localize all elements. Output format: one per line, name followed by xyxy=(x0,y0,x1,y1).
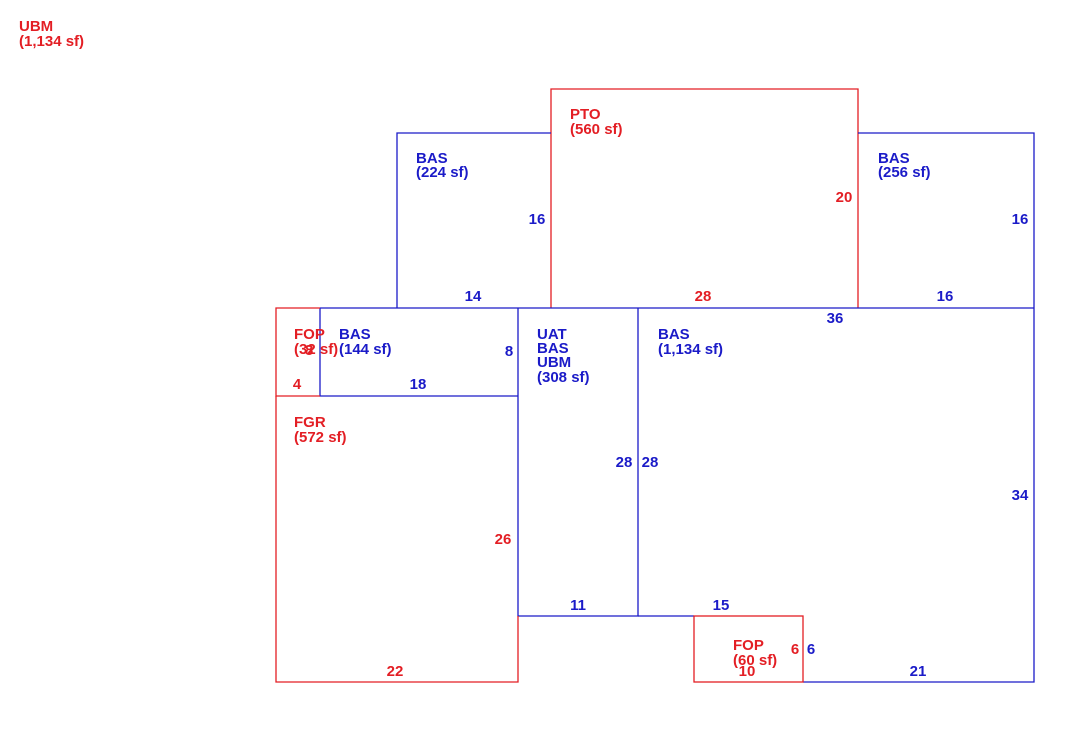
dim-bas-left-top-height: 16 xyxy=(529,211,546,228)
bas-upper-right-outline xyxy=(858,132,1035,308)
dim-bas-main-top: 36 xyxy=(827,310,844,327)
dim-pto-height: 20 xyxy=(836,189,853,206)
dim-bas-small-width: 18 xyxy=(410,376,427,393)
dim-fop-left-width: 4 xyxy=(293,376,302,393)
bas-main-area: (1,134 sf) xyxy=(658,341,723,358)
dim-bas-right-top-height: 16 xyxy=(1012,211,1029,228)
fop-left-code: FOP xyxy=(294,326,325,343)
pto-outline xyxy=(550,88,859,308)
dim-bas-small-height: 8 xyxy=(505,343,513,360)
uat-code: UAT xyxy=(537,326,567,343)
pto-code: PTO xyxy=(570,106,601,123)
legend-area: (1,134 sf) xyxy=(19,33,84,50)
dim-uat-height-right: 28 xyxy=(642,454,659,471)
bas-right-top-code: BAS xyxy=(878,150,910,167)
dim-fop-bottom-height-red: 6 xyxy=(791,641,799,658)
fgr-code: FGR xyxy=(294,414,326,431)
dim-bas-left-top-width: 14 xyxy=(465,288,482,305)
legend-code: UBM xyxy=(19,18,53,35)
pto-area: (560 sf) xyxy=(570,121,623,138)
dim-bas-right-top-width: 16 xyxy=(937,288,954,305)
uat-column-outline xyxy=(517,308,639,617)
bas-right-top-area: (256 sf) xyxy=(878,164,931,181)
fgr-outline xyxy=(275,396,519,683)
dim-fop-bottom-width: 10 xyxy=(739,663,756,680)
dim-bas-main-bottom-left: 15 xyxy=(713,597,730,614)
dim-fop-bottom-height-blue: 6 xyxy=(807,641,815,658)
dim-pto-width: 28 xyxy=(695,288,712,305)
dim-uat-width: 11 xyxy=(570,597,586,614)
uat-bas-code: BAS xyxy=(537,340,569,357)
bas-main-right-outline xyxy=(803,308,1035,683)
fop-bottom-code: FOP xyxy=(733,637,764,654)
bas-left-top-area: (224 sf) xyxy=(416,164,469,181)
fgr-area: (572 sf) xyxy=(294,429,347,446)
fop-left-area: (32 sf) xyxy=(294,341,338,358)
bas-small-area: (144 sf) xyxy=(339,341,392,358)
bas-main-code: BAS xyxy=(658,326,690,343)
uat-ubm-code: UBM xyxy=(537,354,571,371)
fop-bottom-area: (60 sf) xyxy=(733,652,777,669)
dim-fgr-width: 22 xyxy=(387,663,404,680)
bas-small-code: BAS xyxy=(339,326,371,343)
bas-left-top-code: BAS xyxy=(416,150,448,167)
dim-fop-left-height: 8 xyxy=(305,342,313,359)
fop-bottom-outline xyxy=(693,615,804,683)
uat-area: (308 sf) xyxy=(537,369,590,386)
dim-bas-main-height: 34 xyxy=(1012,487,1029,504)
dim-bas-main-bottom-right: 21 xyxy=(910,663,927,680)
dim-fgr-height: 26 xyxy=(495,531,512,548)
fop-left-outline xyxy=(275,307,320,397)
bas-upper-left-outline xyxy=(396,132,551,308)
dim-uat-height-left: 28 xyxy=(616,454,633,471)
